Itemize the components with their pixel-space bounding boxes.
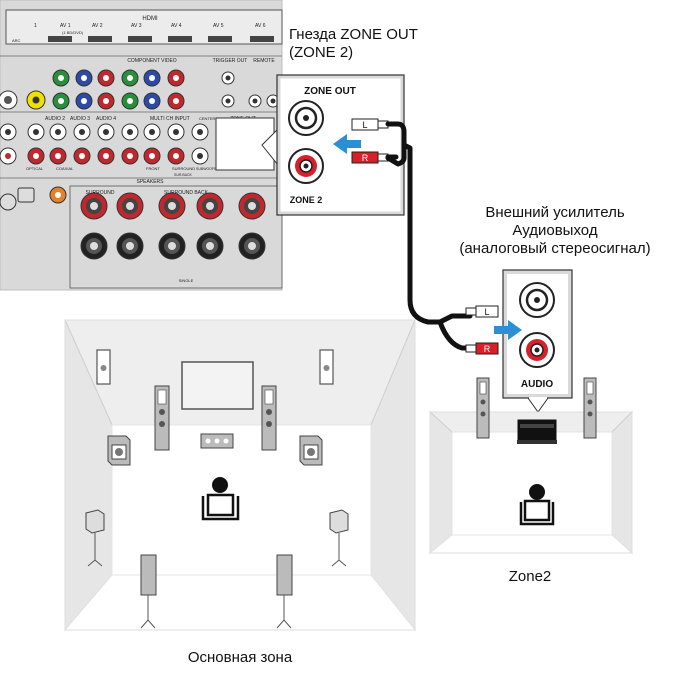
subwoofer-icon bbox=[300, 436, 322, 465]
remote-label: REMOTE bbox=[253, 58, 275, 64]
plug-right-label: R bbox=[362, 153, 369, 163]
audio3-label: AUDIO 3 bbox=[70, 116, 90, 122]
zone-out-jacks-caption: Гнезда ZONE OUT (ZONE 2) bbox=[289, 26, 418, 62]
receiver-rear-panel: HDMI 1 AV 1 (1 BD/DVD) AV 2 AV 3 AV 4 AV… bbox=[0, 0, 282, 290]
main-zone-room bbox=[65, 320, 415, 630]
multi-ch-label: MULTI CH INPUT bbox=[150, 116, 190, 122]
zone-out-panel-subtitle: ZONE 2 bbox=[290, 195, 323, 205]
ext-amp-line1: Внешний усилитель bbox=[430, 204, 680, 222]
plug-left-label: L bbox=[362, 120, 367, 130]
center-label: CENTER bbox=[199, 116, 216, 121]
tower-speaker-icon bbox=[155, 386, 169, 450]
hdmi-port-label: AV 3 bbox=[131, 23, 142, 29]
tower-speaker-icon bbox=[262, 386, 276, 450]
amp-plug-right-label: R bbox=[484, 344, 491, 354]
center-speaker-icon bbox=[201, 434, 233, 448]
amp-plug-right: R bbox=[466, 343, 498, 354]
zone2-caption: Zone2 bbox=[480, 568, 580, 586]
hdmi-port-label: 1 bbox=[34, 23, 37, 29]
arc-label: ARC bbox=[12, 38, 21, 43]
hdmi-port-label: AV 4 bbox=[171, 23, 182, 29]
external-amp-caption: Внешний усилитель Аудиовыход (аналоговый… bbox=[430, 204, 680, 258]
amp-right-jack bbox=[520, 333, 554, 367]
coaxial-label: COAXIAL bbox=[56, 166, 74, 171]
zone-out-panel-title: ZONE OUT bbox=[304, 86, 356, 97]
trigger-out-label: TRIGGER OUT bbox=[213, 58, 248, 64]
hdmi-port-label: AV 2 bbox=[92, 23, 103, 29]
main-zone-caption: Основная зона bbox=[140, 649, 340, 667]
zone-out-jacks-line1: Гнезда ZONE OUT bbox=[289, 26, 418, 44]
tower-speaker-icon bbox=[477, 378, 489, 438]
amplifier-icon bbox=[517, 420, 557, 444]
amp-plug-left-label: L bbox=[484, 307, 489, 317]
hdmi-port-label: AV 5 bbox=[213, 23, 224, 29]
speaker-icon bbox=[320, 350, 333, 384]
zone2-room bbox=[430, 378, 632, 553]
audio4-label: AUDIO 4 bbox=[96, 116, 116, 122]
speakers-label: SPEAKERS bbox=[137, 179, 165, 185]
hdmi-port-sub: (1 BD/DVD) bbox=[62, 30, 84, 35]
surround-small-label: SURROUND bbox=[172, 166, 195, 171]
ext-amp-line2: Аудиовыход bbox=[430, 222, 680, 240]
ext-amp-line3: (аналоговый стереосигнал) bbox=[430, 240, 680, 258]
single-label: SINGLE bbox=[179, 278, 194, 283]
audio2-label: AUDIO 2 bbox=[45, 116, 65, 122]
hdmi-port-label: AV 1 bbox=[60, 23, 71, 29]
zone-out-left-jack bbox=[289, 101, 323, 135]
speaker-icon bbox=[97, 350, 110, 384]
amp-left-jack bbox=[520, 283, 554, 317]
component-video-label: COMPONENT VIDEO bbox=[127, 58, 176, 64]
optical-label: OPTICAL bbox=[26, 166, 44, 171]
hdmi-port-label: AV 6 bbox=[255, 23, 266, 29]
zone-out-right-jack bbox=[289, 149, 323, 183]
tower-speaker-icon bbox=[584, 378, 596, 438]
plug-right: R bbox=[352, 152, 388, 163]
hdmi-label: HDMI bbox=[142, 16, 158, 22]
front-label: FRONT bbox=[146, 166, 160, 171]
sur-back-label: SUR.BACK bbox=[174, 173, 193, 177]
amp-audio-label: AUDIO bbox=[521, 379, 553, 390]
zone-out-callout: ZONE OUT ZONE 2 L R bbox=[262, 75, 404, 215]
amp-plug-left: L bbox=[466, 306, 498, 317]
zone-out-jacks-line2: (ZONE 2) bbox=[289, 44, 418, 62]
tv-icon bbox=[182, 362, 253, 409]
subwoofer-icon bbox=[108, 436, 130, 465]
plug-left: L bbox=[352, 119, 388, 130]
